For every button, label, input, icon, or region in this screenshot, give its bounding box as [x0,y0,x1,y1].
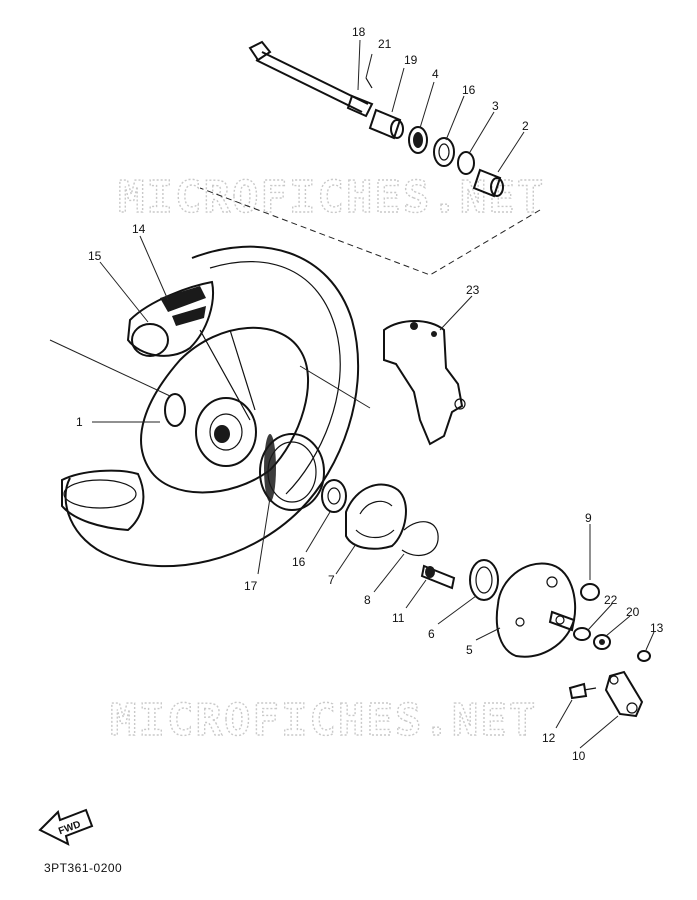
callout-18: 18 [352,25,366,39]
callout-19: 19 [404,53,418,67]
callout-16-top: 16 [462,83,476,97]
callout-4: 4 [432,67,439,81]
seal [469,559,499,601]
centerline [199,187,541,276]
callout-5: 5 [466,643,473,657]
callout-7: 7 [328,573,335,587]
callout-14: 14 [132,222,146,236]
bearing-lower [321,479,347,513]
callout-15: 15 [88,249,102,263]
callout-2: 2 [522,119,529,133]
cam [420,564,456,590]
callout-13: 13 [650,621,664,635]
callout-22: 22 [604,593,618,607]
fwd-arrow-icon: FWD [38,808,94,846]
bracket [383,320,466,446]
callout-8: 8 [364,593,371,607]
callout-1: 1 [76,415,83,429]
wheel-tire [61,245,360,568]
hardware [573,583,651,662]
brake-panel [495,562,577,658]
diagram-code: 3PT361-0200 [44,861,122,875]
callout-21: 21 [378,37,392,51]
callout-labels: 18 21 19 4 16 3 2 14 15 23 1 9 16 17 7 8… [76,25,664,763]
brake-shoe [345,483,407,550]
watermark-bottom: MICROFICHES.NET [110,695,537,746]
callout-16-bottom: 16 [292,555,306,569]
callout-10: 10 [572,749,586,763]
callout-20: 20 [626,605,640,619]
callout-17: 17 [244,579,258,593]
callout-11: 11 [392,611,405,625]
callout-12: 12 [542,731,556,745]
spring [401,521,439,557]
callout-3: 3 [492,99,499,113]
leader-lines [49,39,655,749]
callout-6: 6 [428,627,435,641]
watermark-top: MICROFICHES.NET [118,172,545,223]
axle-assembly [248,40,504,198]
cam-lever [604,670,644,718]
bolt [568,682,597,700]
callout-9: 9 [585,511,592,525]
drum-seal [259,433,325,511]
callout-23: 23 [466,283,480,297]
